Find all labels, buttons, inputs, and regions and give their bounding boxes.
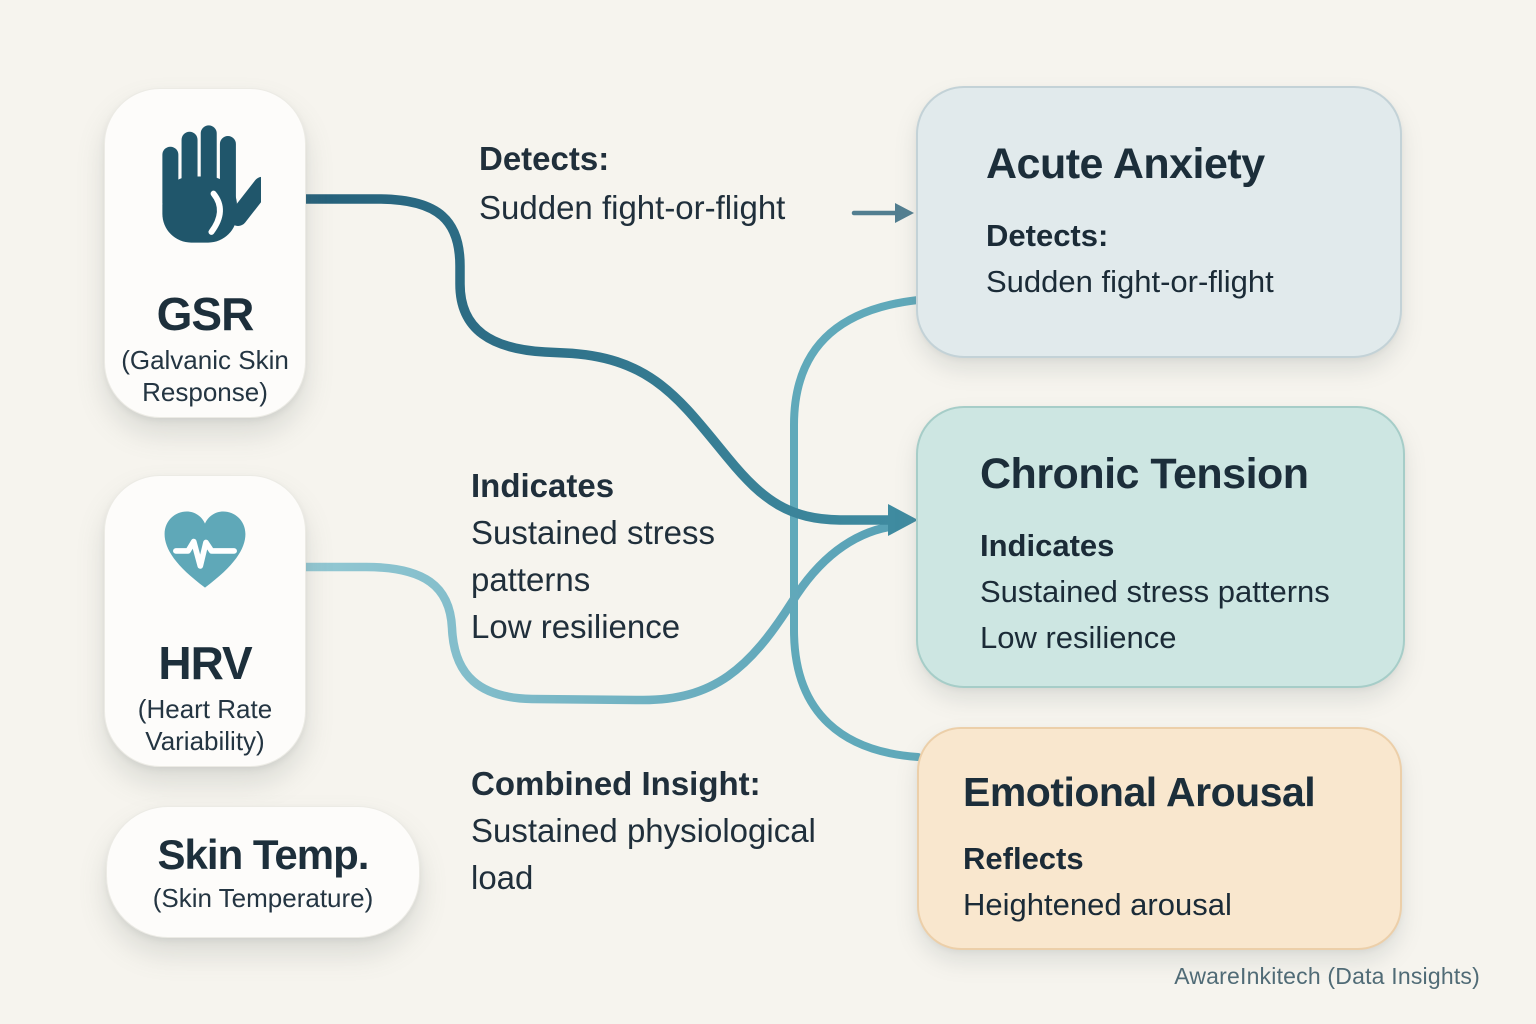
hrv-card-title: HRV	[158, 637, 252, 689]
edge-label-detects: Detects: Sudden fight-or-flight	[479, 134, 785, 232]
heart-pulse-icon	[158, 508, 252, 597]
emotional-arousal-title: Emotional Arousal	[963, 769, 1316, 815]
edge-label-indicates-line1: Sustained stress	[471, 514, 715, 551]
fight-or-flight-arrowhead	[895, 203, 914, 223]
skin-temp-sensor-card: Skin Temp. (Skin Temperature)	[106, 806, 420, 938]
acute-anxiety-title: Acute Anxiety	[986, 140, 1265, 188]
gsr-sensor-card: GSR (Galvanic Skin Response)	[104, 88, 306, 418]
chronic-tension-title: Chronic Tension	[980, 450, 1309, 498]
acute-anxiety-line: Sudden fight-or-flight	[986, 264, 1274, 300]
skin-temp-card-subtitle: (Skin Temperature)	[152, 883, 374, 914]
chronic-tension-box: Chronic Tension Indicates Sustained stre…	[916, 406, 1405, 688]
gsr-to-chronic-connector	[298, 194, 897, 525]
emotional-arousal-heading: Reflects	[963, 841, 1084, 877]
gsr-card-title: GSR	[156, 288, 255, 340]
edge-label-indicates-line2: patterns	[471, 561, 591, 598]
acute-anxiety-heading: Detects:	[986, 218, 1109, 254]
hand-icon	[149, 119, 272, 254]
edge-label-detects-heading: Detects:	[479, 140, 610, 177]
chronic-tension-line2: Low resilience	[980, 620, 1177, 656]
acute-anxiety-box: Acute Anxiety Detects: Sudden fight-or-f…	[916, 86, 1402, 358]
emotional-arousal-line: Heightened arousal	[963, 887, 1232, 923]
chronic-tension-heading: Indicates	[980, 528, 1115, 564]
chronic-tension-line1: Sustained stress patterns	[980, 574, 1330, 610]
skin-temp-card-title: Skin Temp.	[157, 831, 370, 878]
edge-label-combined-line1: Sustained physiological	[471, 812, 816, 849]
hrv-sensor-card: HRV (Heart Rate Variability)	[104, 475, 306, 767]
edge-label-indicates: Indicates Sustained stress patterns Low …	[471, 462, 715, 650]
gsr-card-subtitle: (Galvanic Skin Response)	[121, 344, 289, 408]
edge-label-detects-line: Sudden fight-or-flight	[479, 189, 786, 226]
emotional-arousal-box: Emotional Arousal Reflects Heightened ar…	[917, 727, 1402, 950]
acute-to-arousal-connector	[790, 296, 922, 761]
hrv-to-chronic-connector	[298, 521, 899, 705]
edge-label-combined-heading: Combined Insight:	[471, 765, 761, 802]
edge-label-indicates-line3: Low resilience	[471, 608, 681, 645]
footer-credit: AwareInkitech (Data Insights)	[1174, 963, 1480, 989]
edge-label-indicates-heading: Indicates	[471, 467, 615, 504]
hrv-card-subtitle: (Heart Rate Variability)	[137, 693, 273, 757]
edge-label-combined-line2: load	[471, 859, 534, 896]
chronic-arrowhead	[888, 504, 918, 536]
edge-label-combined-insight: Combined Insight: Sustained physiologica…	[471, 760, 816, 901]
